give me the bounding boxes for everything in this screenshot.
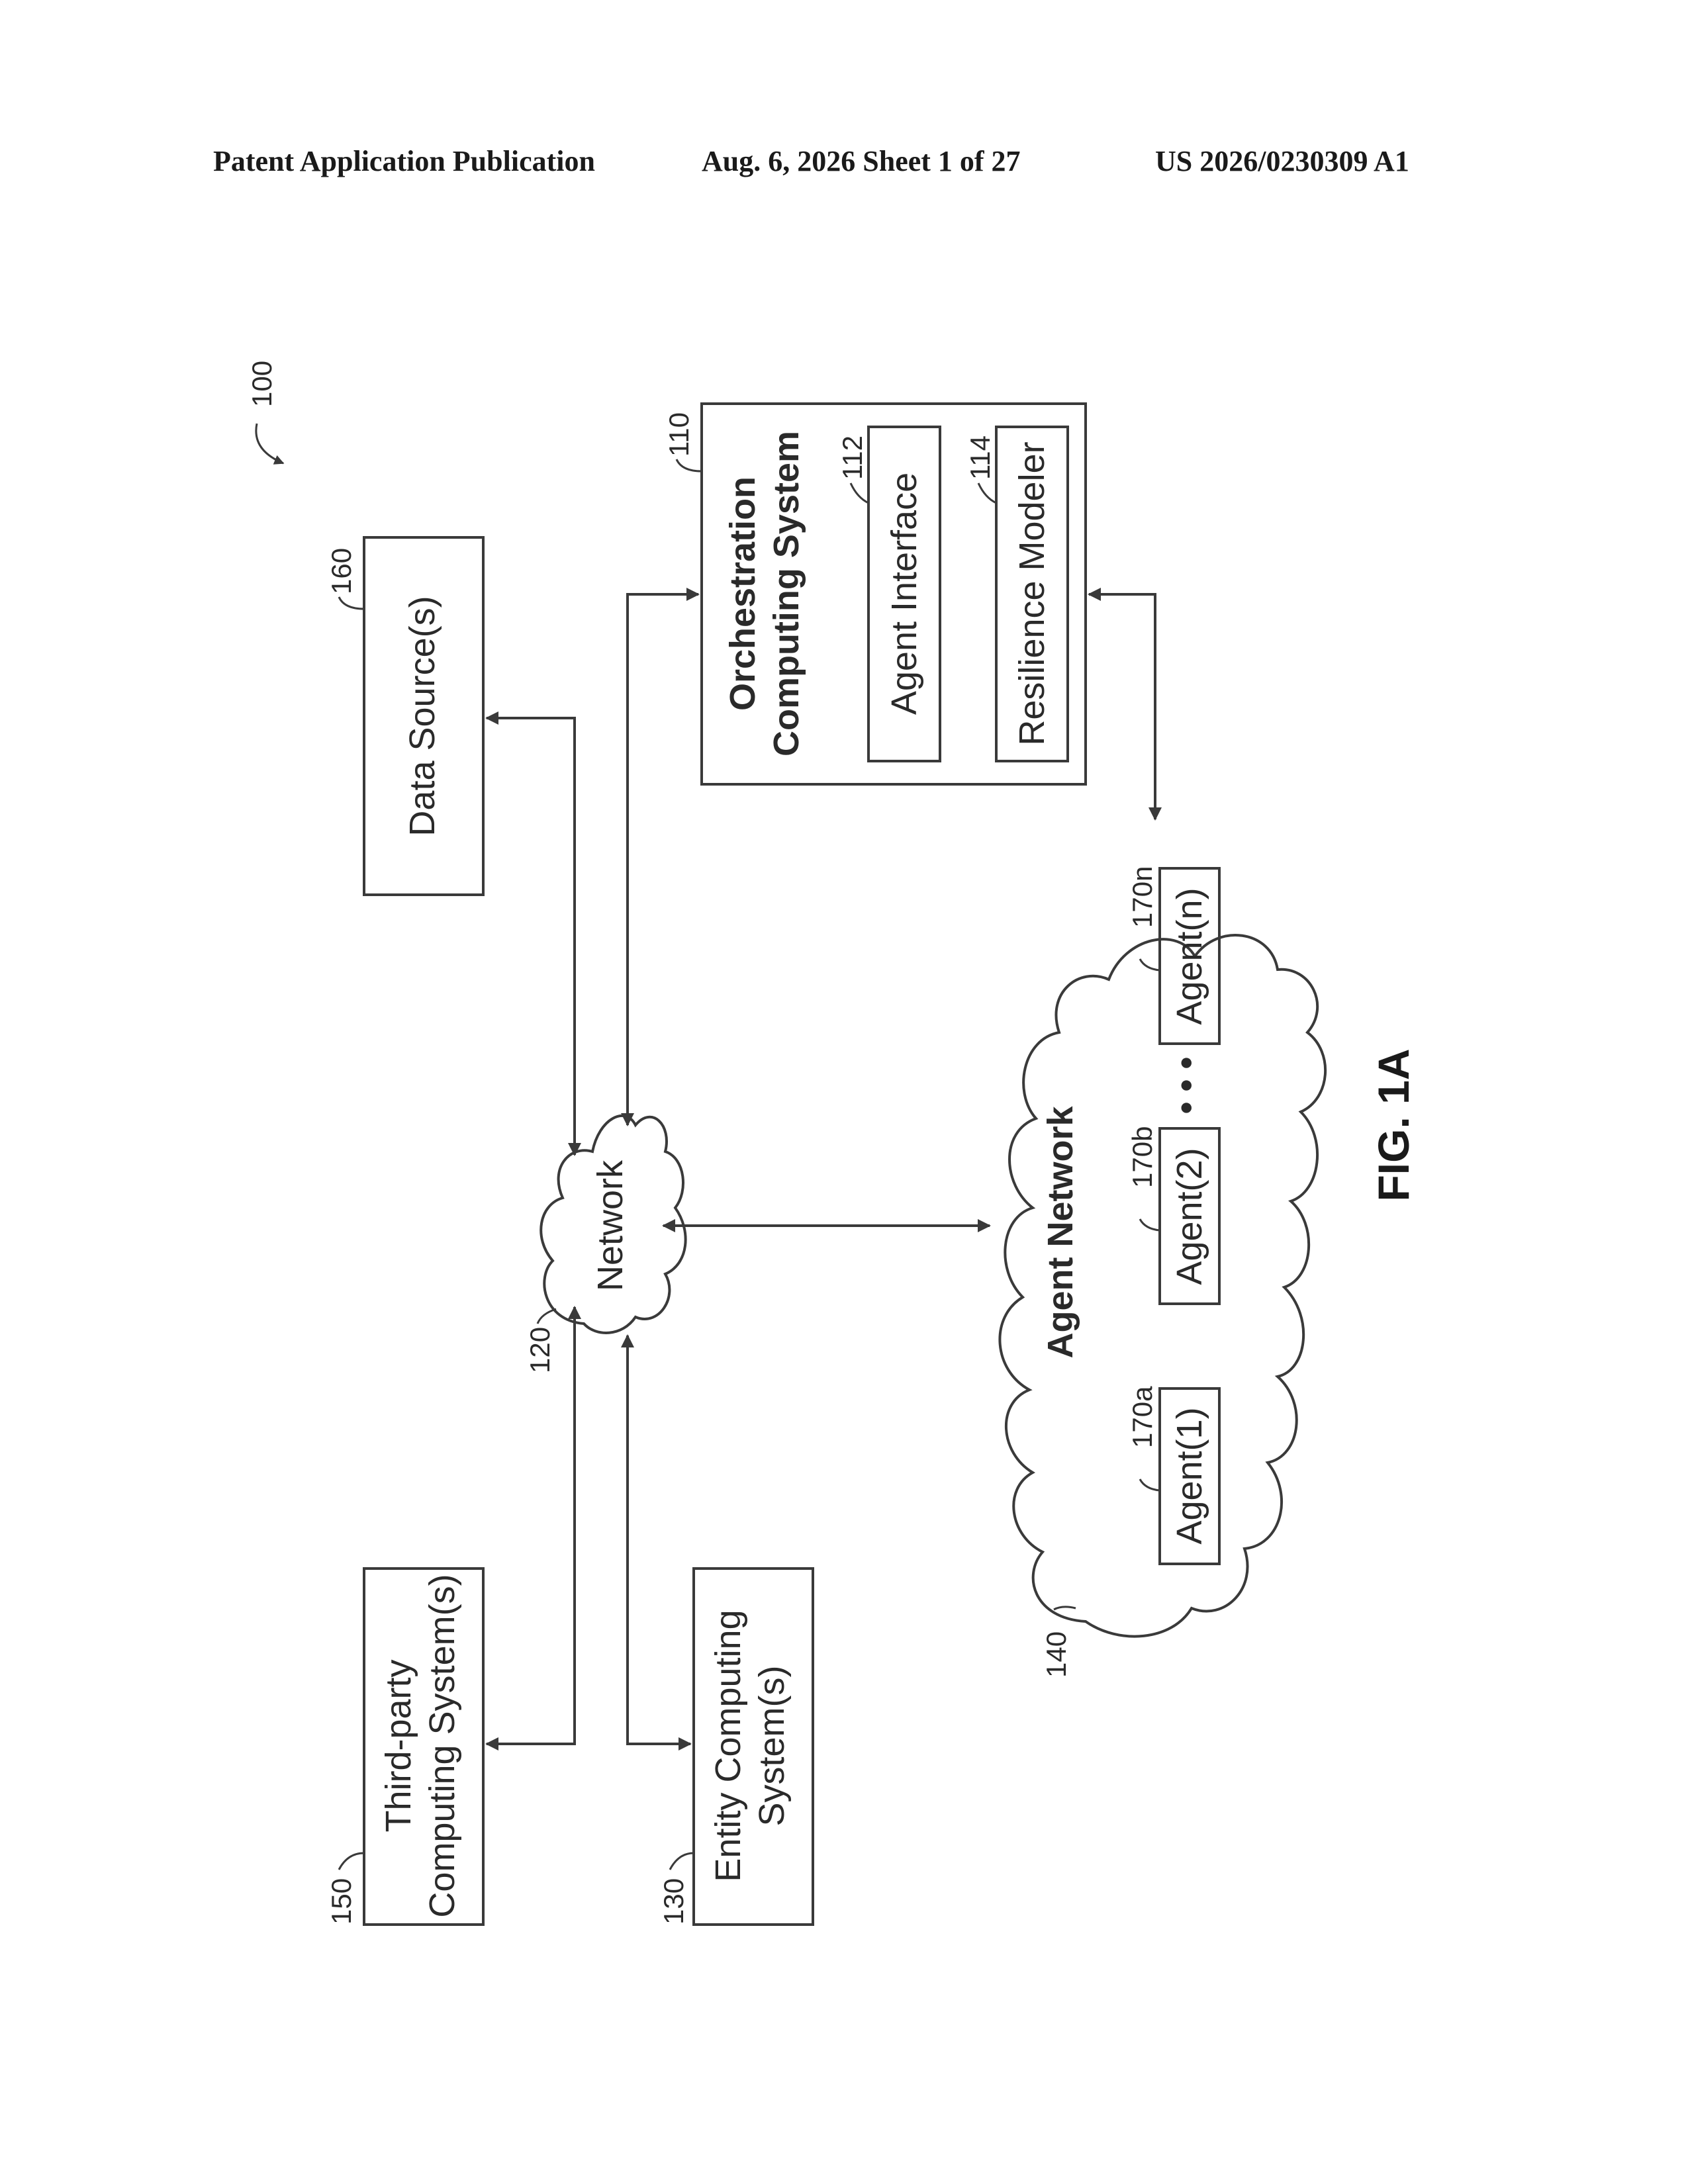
agent-n-ref: 170n	[1127, 866, 1158, 928]
third-party-label-line2: Computing System(s)	[422, 1574, 462, 1917]
network-label: Network	[590, 1160, 630, 1291]
agent-1-label: Agent(1)	[1170, 1407, 1209, 1544]
agent-interface-ref-leader	[851, 483, 868, 503]
network-to-data-source-connector	[487, 718, 575, 1155]
entity-ref: 130	[658, 1878, 689, 1925]
third-party-ref-leader	[339, 1853, 364, 1870]
agent-interface-label: Agent Interface	[884, 473, 924, 715]
agent-ellipsis: • • •	[1166, 1057, 1206, 1115]
system-ref-arrow	[256, 424, 283, 463]
data-source-ref-leader	[339, 597, 364, 609]
agent-2-ref: 170b	[1127, 1126, 1158, 1188]
entity-computing-box: Entity Computing System(s)	[694, 1569, 813, 1925]
network-to-entity-connector	[628, 1336, 690, 1744]
orchestration-to-agent-network-connector	[1089, 594, 1155, 819]
agent-interface-ref: 112	[837, 435, 868, 480]
orchestration-ref: 110	[663, 412, 694, 457]
orchestration-system-box: Orchestration Computing System Agent Int…	[702, 404, 1086, 784]
resilience-modeler-ref-leader	[978, 483, 996, 503]
orchestration-title-line2: Computing System	[767, 431, 806, 756]
network-ref: 120	[524, 1327, 555, 1373]
agent-n-label: Agent(n)	[1170, 887, 1209, 1024]
data-source-box: Data Source(s)	[364, 537, 483, 895]
network-ref-leader	[538, 1309, 556, 1324]
agent-network-cloud: Agent Network Agent(1) Agent(2) Agent(n)…	[1000, 866, 1325, 1637]
third-party-ref: 150	[326, 1878, 357, 1925]
network-cloud: Network	[541, 1116, 685, 1333]
resilience-modeler-ref: 114	[964, 435, 996, 480]
figure-label: FIG. 1A	[1369, 1048, 1418, 1201]
system-ref-label: 100	[246, 361, 277, 407]
agent-network-ref: 140	[1041, 1631, 1072, 1678]
agent-1-ref: 170a	[1127, 1386, 1158, 1448]
orchestration-ref-leader	[677, 459, 702, 471]
third-party-computing-box: Third-party Computing System(s)	[364, 1569, 483, 1925]
data-source-ref: 160	[326, 548, 357, 594]
orchestration-title-line1: Orchestration	[723, 477, 763, 711]
entity-label-line2: System(s)	[752, 1666, 792, 1827]
third-party-label-line1: Third-party	[379, 1659, 418, 1832]
data-source-label: Data Source(s)	[402, 596, 442, 836]
agent-2-label: Agent(2)	[1170, 1148, 1209, 1285]
resilience-modeler-label: Resilience Modeler	[1012, 441, 1052, 745]
agent-network-label: Agent Network	[1041, 1106, 1080, 1359]
entity-ref-leader	[670, 1853, 694, 1870]
entity-label-line1: Entity Computing	[708, 1610, 748, 1882]
network-to-orchestration-connector	[628, 594, 698, 1125]
